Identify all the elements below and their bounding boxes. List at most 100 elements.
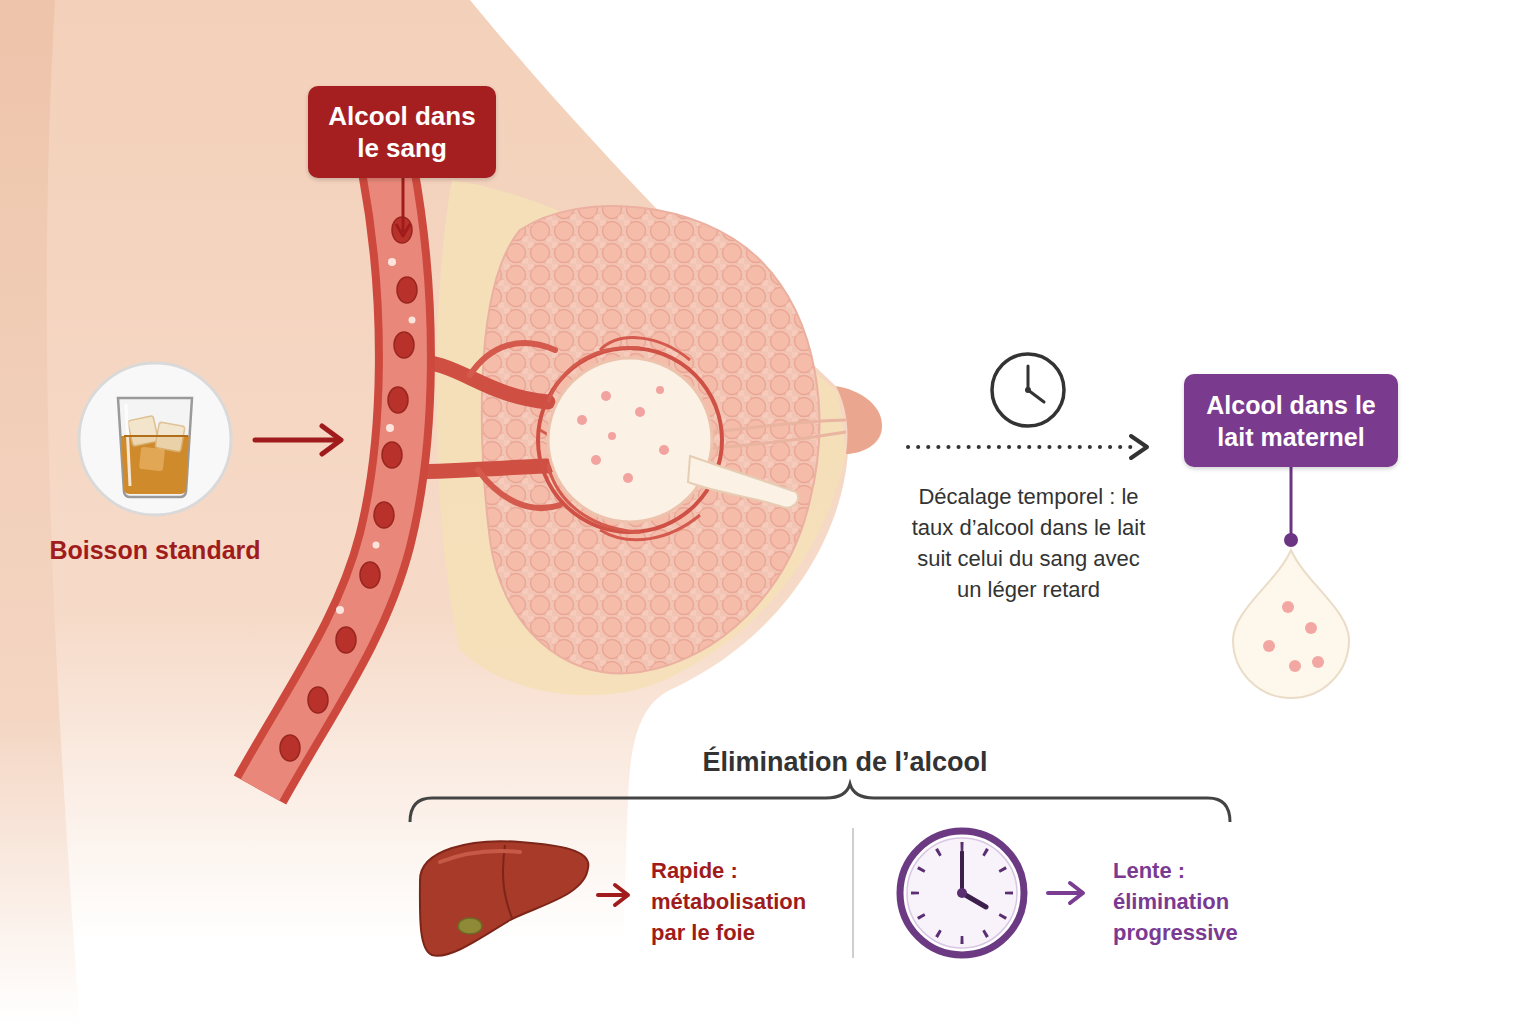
red-blood-cell [308, 687, 328, 713]
clock-icon [1028, 390, 1044, 402]
red-blood-cell [280, 217, 417, 761]
curly-bracket [410, 784, 1230, 822]
fast-arrow [615, 885, 628, 905]
slow-arrow [1070, 883, 1083, 903]
mammary-gland [482, 206, 846, 673]
red-blood-cell [360, 562, 380, 588]
slow-clock-icon [900, 831, 1024, 955]
milk-drop [1233, 467, 1349, 698]
alveolus-duct [688, 456, 798, 508]
liver-icon [420, 841, 588, 955]
plasma-dot [336, 606, 344, 614]
fast-arrow [598, 893, 625, 897]
slow-clock-icon [907, 838, 1017, 948]
milk-duct [712, 432, 846, 448]
liver-icon [503, 845, 512, 918]
fast-arrow [598, 885, 628, 905]
vessel-lumen [260, 170, 405, 790]
callout-leader [396, 178, 410, 236]
clock-icon [1025, 387, 1031, 393]
alcohol-molecule [608, 432, 616, 440]
divider-line [852, 828, 854, 958]
callout-box: Alcool dans le sang [308, 86, 496, 178]
alveolus [538, 338, 798, 540]
annotation-text: Rapide : métabolisation par le foie [651, 855, 816, 948]
intake-arrow [255, 438, 338, 443]
red-blood-cell [280, 735, 300, 761]
node-text: Alcool dans le sang [322, 100, 482, 164]
liver-icon [420, 841, 588, 955]
breast-fat [436, 180, 846, 695]
red-blood-cell [382, 442, 402, 468]
circle-outline [79, 363, 231, 515]
plasma-dot [386, 424, 394, 432]
callout-leader [402, 178, 405, 232]
curly-bracket [410, 784, 1230, 822]
callout-leader [396, 224, 410, 236]
slow-clock-icon [960, 852, 964, 893]
alcohol-molecule [659, 445, 669, 455]
vessel-wall [260, 170, 405, 790]
liver-icon [458, 918, 482, 934]
milk-drop [1284, 533, 1298, 547]
milk-duct [712, 420, 846, 432]
milk-drop [1263, 640, 1275, 652]
slow-arrow [1048, 883, 1083, 903]
milk-drop [1282, 601, 1294, 613]
milk-drop [1312, 656, 1324, 668]
node-text: Alcool dans le lait maternel [1196, 389, 1386, 453]
plasma-dot [373, 542, 380, 549]
slow-clock-icon [900, 831, 1024, 955]
plasma-dot [388, 258, 396, 266]
alcohol-molecule [577, 386, 669, 483]
section-heading: Élimination de l’alcool [545, 744, 1145, 780]
torso-skin [0, 0, 882, 1024]
slow-clock-icon [915, 846, 1009, 940]
plasma-dot [336, 258, 416, 614]
alcohol-molecule [635, 407, 645, 417]
liver-icon [440, 851, 520, 862]
dotted-arrow [908, 436, 1147, 458]
alcohol-molecule [656, 386, 664, 394]
node-text: Boisson standard [49, 532, 261, 568]
artery-branch [470, 343, 555, 375]
red-blood-cell [394, 332, 414, 358]
milk-drop [1289, 660, 1301, 672]
alcohol-molecule [577, 415, 587, 425]
drink-circle: Boisson standard [76, 360, 234, 518]
blood-vessel [260, 170, 560, 790]
circle-outline [76, 360, 234, 518]
note-text: Décalage temporel : le taux d’alcool dan… [906, 481, 1151, 605]
slow-clock-icon [957, 888, 967, 898]
arm-skin [0, 0, 80, 1024]
red-blood-cell [336, 627, 356, 653]
red-blood-cell [388, 387, 408, 413]
intake-arrow [322, 426, 341, 454]
callout-box: Alcool dans le lait maternel [1184, 374, 1398, 467]
annotation-text: Lente : élimination progressive [1113, 855, 1248, 948]
gland-lobules [482, 206, 820, 673]
milk-drop [1305, 622, 1317, 634]
clock-icon [1027, 366, 1030, 390]
red-blood-cell [397, 277, 417, 303]
torso [0, 0, 882, 1024]
plasma-dot [409, 317, 416, 324]
dotted-arrow [1131, 436, 1147, 458]
alcohol-molecule [601, 391, 611, 401]
milk-drop [1290, 467, 1293, 537]
red-blood-cell [374, 502, 394, 528]
alcohol-molecule [623, 473, 633, 483]
intake-arrow [255, 426, 341, 454]
slow-arrow [1048, 891, 1080, 895]
dotted-arrow [908, 445, 1136, 449]
clock-icon [992, 354, 1064, 426]
alcohol-molecule [591, 455, 601, 465]
milk-drop [1233, 550, 1349, 698]
artery-branch [478, 470, 560, 508]
alveolus-lumen [548, 358, 712, 522]
clock-icon [992, 354, 1064, 426]
